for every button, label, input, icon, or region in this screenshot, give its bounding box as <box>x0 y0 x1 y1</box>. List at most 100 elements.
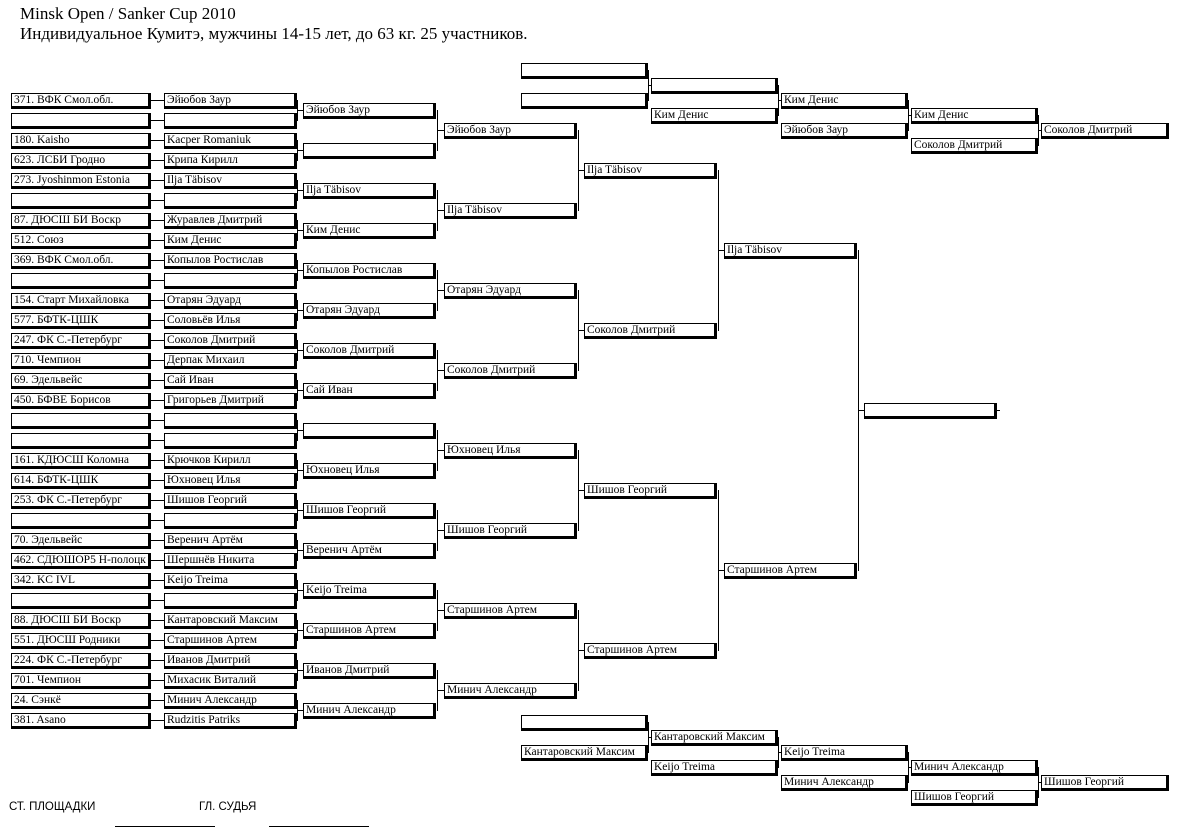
entry-name: Михасик Виталий <box>164 673 297 689</box>
entry-club: 369. ВФК Смол.обл. <box>11 253 151 269</box>
connector-line <box>297 710 303 711</box>
round2-slot: Иванов Дмитрий <box>303 663 436 679</box>
connector-line <box>297 190 303 191</box>
entry-name: Шершнёв Никита <box>164 553 297 569</box>
entry-name: Ким Денис <box>164 233 297 249</box>
club-name-link <box>151 280 164 281</box>
round4-slot: Соколов Дмитрий <box>584 323 717 339</box>
connector-line <box>297 470 303 471</box>
repechage-top-slot: Ким Денис <box>651 108 778 124</box>
repechage-bottom-slot: Минич Александр <box>781 775 908 791</box>
club-name-link <box>151 340 164 341</box>
entry-club: 273. Jyoshinmon Estonia <box>11 173 151 189</box>
site-chief-label: СТ. ПЛОЩАДКИ <box>9 801 96 813</box>
round3-slot: Ilja Täbisov <box>444 203 577 219</box>
connector-line <box>718 570 724 571</box>
entry-club: 512. Союз <box>11 233 151 249</box>
club-name-link <box>151 400 164 401</box>
club-name-link <box>151 300 164 301</box>
connector-line <box>778 752 781 753</box>
club-name-link <box>151 640 164 641</box>
entry-name: Kacper Romaniuk <box>164 133 297 149</box>
entry-name: Отарян Эдуард <box>164 293 297 309</box>
club-name-link <box>151 220 164 221</box>
repechage-bottom-slot <box>521 715 648 731</box>
round2-slot: Эйюбов Заур <box>303 103 436 119</box>
chief-referee-label: ГЛ. СУДЬЯ <box>199 801 257 813</box>
entry-club: 247. ФК С.-Петербург <box>11 333 151 349</box>
connector-line <box>578 650 584 651</box>
round2-slot: Старшинов Артем <box>303 623 436 639</box>
club-name-link <box>151 680 164 681</box>
entry-name: Крипа Кирилл <box>164 153 297 169</box>
club-name-link <box>151 700 164 701</box>
repechage-top-slot <box>651 78 778 94</box>
connector-line <box>578 330 584 331</box>
entry-name: Григорьев Дмитрий <box>164 393 297 409</box>
entry-name: Эйюбов Заур <box>164 93 297 109</box>
entry-name <box>164 593 297 609</box>
round3-slot: Старшинов Артем <box>444 603 577 619</box>
entry-name <box>164 433 297 449</box>
connector-line <box>437 530 444 531</box>
connector-line <box>437 450 444 451</box>
repechage-top-slot: Соколов Дмитрий <box>911 138 1038 154</box>
club-name-link <box>151 660 164 661</box>
club-name-link <box>151 580 164 581</box>
entry-club <box>11 513 151 529</box>
page-title: Minsk Open / Sanker Cup 2010 Индивидуаль… <box>20 4 528 44</box>
club-name-link <box>151 320 164 321</box>
connector-line <box>437 690 444 691</box>
entry-club: 710. Чемпион <box>11 353 151 369</box>
entry-name: Юхновец Илья <box>164 473 297 489</box>
repechage-bottom-slot: Минич Александр <box>911 760 1038 776</box>
repechage-bottom-winner: Шишов Георгий <box>1041 775 1169 791</box>
club-name-link <box>151 420 164 421</box>
club-name-link <box>151 140 164 141</box>
connector-line <box>297 310 303 311</box>
round3-slot: Эйюбов Заур <box>444 123 577 139</box>
round4-slot: Ilja Täbisov <box>584 163 717 179</box>
round3-slot: Минич Александр <box>444 683 577 699</box>
entry-club: 161. КДЮСШ Коломна <box>11 453 151 469</box>
round2-slot: Отарян Эдуард <box>303 303 436 319</box>
entry-club: 70. Эдельвейс <box>11 533 151 549</box>
connector-line <box>297 670 303 671</box>
club-name-link <box>151 180 164 181</box>
final-slot <box>864 403 997 419</box>
tournament-title: Minsk Open / Sanker Cup 2010 <box>20 4 236 23</box>
entry-club: 462. СДЮШОР5 Н-полоцк <box>11 553 151 569</box>
repechage-bottom-slot: Keijo Treima <box>781 745 908 761</box>
club-name-link <box>151 100 164 101</box>
entry-club: 381. Asano <box>11 713 151 729</box>
club-name-link <box>151 380 164 381</box>
entry-club: 623. ЛСБИ Гродно <box>11 153 151 169</box>
connector-line <box>437 210 444 211</box>
entry-name: Сай Иван <box>164 373 297 389</box>
connector-line <box>297 230 303 231</box>
repechage-top-slot: Ким Денис <box>911 108 1038 124</box>
round3-slot: Отарян Эдуард <box>444 283 577 299</box>
entry-club: 450. БФВЕ Борисов <box>11 393 151 409</box>
round2-slot: Копылов Ростислав <box>303 263 436 279</box>
entry-name: Иванов Дмитрий <box>164 653 297 669</box>
entry-club <box>11 193 151 209</box>
entry-club: 180. Kaisho <box>11 133 151 149</box>
club-name-link <box>151 260 164 261</box>
repechage-top-winner: Соколов Дмитрий <box>1041 123 1169 139</box>
repechage-top-slot: Эйюбов Заур <box>781 123 908 139</box>
round2-slot <box>303 143 436 159</box>
round2-slot: Минич Александр <box>303 703 436 719</box>
club-name-link <box>151 720 164 721</box>
connector-line <box>718 250 724 251</box>
club-name-link <box>151 120 164 121</box>
entry-name: Шишов Георгий <box>164 493 297 509</box>
entry-club: 253. ФК С.-Петербург <box>11 493 151 509</box>
semifinal-slot: Старшинов Артем <box>724 563 857 579</box>
connector-line <box>578 170 584 171</box>
club-name-link <box>151 480 164 481</box>
entry-name <box>164 113 297 129</box>
round2-slot: Keijo Treima <box>303 583 436 599</box>
entry-club: 88. ДЮСШ БИ Воскр <box>11 613 151 629</box>
connector-line <box>297 270 303 271</box>
